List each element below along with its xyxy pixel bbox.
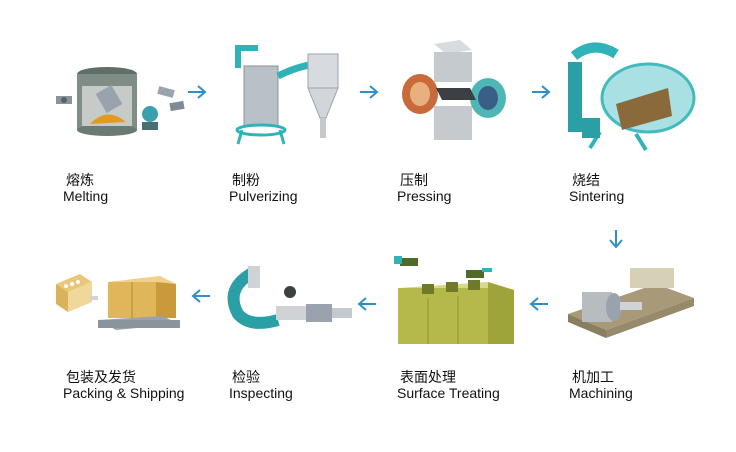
arrow-left-icon xyxy=(356,296,378,312)
step-machining-en: Machining xyxy=(569,385,633,401)
micrometer-icon xyxy=(220,258,360,338)
step-packing-en: Packing & Shipping xyxy=(63,385,185,401)
step-surface-zh: 表面处理 xyxy=(400,369,456,385)
arrow-down-icon xyxy=(608,228,624,250)
step-pressing-en: Pressing xyxy=(397,188,452,204)
pallet-icon xyxy=(52,262,182,342)
step-inspecting-zh: 检验 xyxy=(232,369,260,385)
arrow-left-icon xyxy=(528,296,550,312)
tank-icon xyxy=(392,248,522,348)
arrow-left-icon xyxy=(190,288,212,304)
step-melting-zh: 熔炼 xyxy=(66,172,94,188)
step-melting-en: Melting xyxy=(63,188,109,204)
step-packing-zh: 包装及发货 xyxy=(66,369,136,385)
step-inspecting-en: Inspecting xyxy=(229,385,293,401)
arrow-right-icon xyxy=(358,84,380,100)
step-surface-en: Surface Treating xyxy=(397,385,500,401)
step-machining-zh: 机加工 xyxy=(572,369,614,385)
furnace-icon xyxy=(52,50,192,140)
step-sintering-en: Sintering xyxy=(569,188,625,204)
step-pulverizing-zh: 制粉 xyxy=(232,172,260,188)
step-pulverizing-en: Pulverizing xyxy=(229,188,298,204)
lathe-icon xyxy=(560,258,700,348)
step-sintering-zh: 烧结 xyxy=(572,172,600,188)
press-icon xyxy=(396,38,516,148)
kiln-icon xyxy=(560,38,700,158)
step-pressing-zh: 压制 xyxy=(400,172,428,188)
arrow-right-icon xyxy=(186,84,208,100)
arrow-right-icon xyxy=(530,84,552,100)
cyclone-icon xyxy=(228,38,348,148)
